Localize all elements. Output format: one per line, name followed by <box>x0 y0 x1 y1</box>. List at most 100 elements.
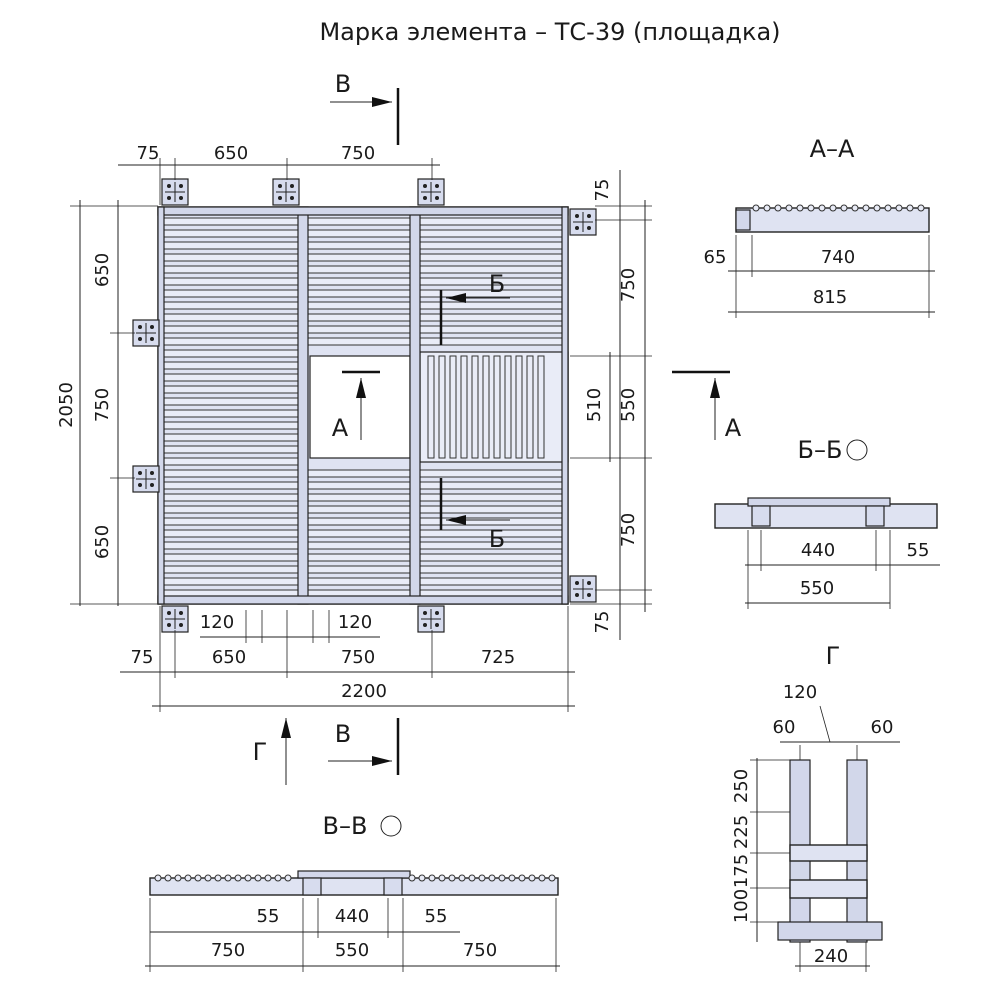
section-bb-lid <box>747 497 891 507</box>
plan-view <box>132 178 597 633</box>
bolt-icon <box>278 196 282 200</box>
plan-beam-2 <box>409 206 421 605</box>
section-vv-slats <box>154 874 556 882</box>
section-vv-body <box>149 877 559 896</box>
aa-slat <box>807 204 815 212</box>
aa-slat <box>818 204 826 212</box>
bolt-icon <box>150 337 154 341</box>
view-g-dim-120: 120 <box>783 682 817 703</box>
view-g-dim-60a: 60 <box>773 717 796 738</box>
aa-slat <box>906 204 914 212</box>
vv-slat <box>184 874 192 882</box>
bolt-pad <box>569 575 597 603</box>
dim-bottom-120a: 120 <box>200 612 234 633</box>
section-bb-dim-440: 440 <box>801 540 835 561</box>
aa-slat <box>796 204 804 212</box>
vv-slat <box>244 874 252 882</box>
dim-bottom-120b: 120 <box>338 612 372 633</box>
bolt-icon <box>167 611 171 615</box>
view-g-label: Г <box>826 642 841 670</box>
section-vv-dim-440: 440 <box>335 906 369 927</box>
vv-slat <box>214 874 222 882</box>
plan-slat <box>307 529 411 538</box>
section-aa-body <box>735 207 930 233</box>
bolt-icon <box>423 196 427 200</box>
view-g-dim-60b: 60 <box>871 717 894 738</box>
marker-v-top: В <box>335 70 351 98</box>
section-bb-body <box>714 503 938 529</box>
bolt-icon <box>575 593 579 597</box>
bolt-icon <box>179 623 183 627</box>
aa-slat <box>873 204 881 212</box>
plan-slat <box>163 313 299 322</box>
vv-slat <box>538 874 546 882</box>
bolt-icon <box>138 471 142 475</box>
vv-slat <box>284 874 292 882</box>
plan-slat <box>307 289 411 298</box>
bolt-icon <box>423 184 427 188</box>
aa-slat <box>763 204 771 212</box>
marker-g: Г <box>253 738 268 766</box>
plan-slat <box>307 301 411 310</box>
section-aa-end <box>735 209 751 231</box>
aa-slat <box>752 204 760 212</box>
bolt-icon <box>138 483 142 487</box>
vv-slat <box>224 874 232 882</box>
hatch-bar <box>427 355 435 459</box>
plan-slat <box>163 421 299 430</box>
plan-slat <box>163 361 299 370</box>
vv-slat <box>448 874 456 882</box>
view-g-base <box>777 921 883 941</box>
plan-slat <box>163 229 299 238</box>
plan-slat <box>419 469 563 478</box>
plan-slat <box>163 241 299 250</box>
plan-slat <box>307 469 411 478</box>
view-g-dim-175: 175 <box>731 854 752 888</box>
bolt-icon <box>138 337 142 341</box>
plan-slat <box>307 493 411 502</box>
marker-b-bottom: Б <box>489 525 505 553</box>
bolt-pad <box>417 605 445 633</box>
vv-slat <box>194 874 202 882</box>
vv-slat <box>274 874 282 882</box>
plan-slat <box>163 253 299 262</box>
marker-v-bottom: В <box>335 720 351 748</box>
dim-top-650: 650 <box>214 143 248 164</box>
dim-right-75b: 75 <box>592 611 613 634</box>
vv-slat <box>468 874 476 882</box>
aa-slat <box>917 204 925 212</box>
marker-b-top: Б <box>489 270 505 298</box>
section-vv-lid <box>297 870 411 879</box>
vv-slat <box>458 874 466 882</box>
plan-slat <box>163 493 299 502</box>
marker-a-left: А <box>332 414 349 442</box>
bolt-icon <box>575 581 579 585</box>
hatch-bars <box>427 355 545 459</box>
view-g-dim-100: 100 <box>731 889 752 923</box>
dim-left-750: 750 <box>92 388 113 422</box>
bolt-pad <box>272 178 300 206</box>
section-aa-dim-740: 740 <box>821 247 855 268</box>
aa-slat <box>862 204 870 212</box>
aa-slat <box>774 204 782 212</box>
dim-right-75a: 75 <box>592 179 613 202</box>
plan-top-beam <box>157 206 569 216</box>
bolt-icon <box>587 214 591 218</box>
hatch-bar <box>504 355 512 459</box>
vv-slat <box>528 874 536 882</box>
plan-slat <box>307 541 411 550</box>
plan-slat <box>419 253 563 262</box>
section-aa-dim-815: 815 <box>813 287 847 308</box>
section-vv-rotate-icon <box>380 815 402 837</box>
plan-slat <box>163 373 299 382</box>
plan-slat <box>307 241 411 250</box>
dim-bottom-650: 650 <box>212 647 246 668</box>
bolt-icon <box>179 611 183 615</box>
section-markers: В В Г А А Б Б <box>253 70 742 785</box>
dim-overall-2050: 2050 <box>56 382 77 428</box>
bolt-icon <box>167 196 171 200</box>
hatch-bar <box>493 355 501 459</box>
plan-slat <box>163 301 299 310</box>
plan-slat <box>307 553 411 562</box>
